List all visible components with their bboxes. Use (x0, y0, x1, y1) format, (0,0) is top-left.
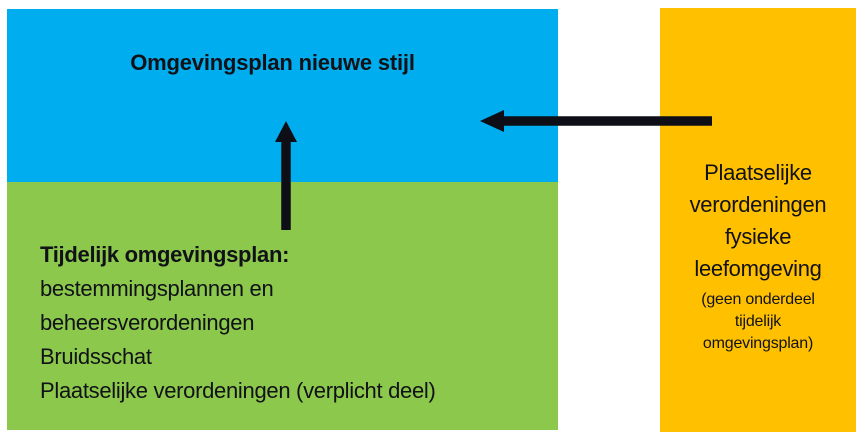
plaatselijke-verordeningen-block: Plaatselijke verordeningen fysieke leefo… (660, 8, 856, 432)
green-line-bruidsschat: Bruidsschat (40, 344, 152, 369)
orange-note-line-1: (geen onderdeel (701, 291, 815, 308)
green-line-bestemmingsplannen: bestemmingsplannen en (40, 276, 274, 301)
omgevingsplan-nieuwe-stijl-block: Omgevingsplan nieuwe stijl (7, 9, 558, 182)
plaatselijke-verordeningen-text: Plaatselijke verordeningen fysieke leefo… (660, 157, 856, 355)
orange-note-line-3: omgevingsplan) (702, 335, 814, 352)
tijdelijk-omgevingsplan-text: Tijdelijk omgevingsplan: bestemmingsplan… (40, 238, 550, 408)
orange-title-line-1: Plaatselijke (704, 160, 812, 185)
tijdelijk-omgevingsplan-block: Tijdelijk omgevingsplan: bestemmingsplan… (7, 182, 558, 430)
omgevingsplan-nieuwe-stijl-title: Omgevingsplan nieuwe stijl (130, 50, 415, 75)
green-line-beheersverordeningen: beheersverordeningen (40, 310, 255, 335)
tijdelijk-omgevingsplan-heading: Tijdelijk omgevingsplan: (40, 242, 290, 267)
orange-title-line-3: fysieke (724, 224, 792, 249)
orange-note: (geen onderdeel tijdelijk omgevingsplan) (660, 289, 856, 355)
orange-note-line-2: tijdelijk (734, 313, 782, 330)
orange-title-line-2: verordeningen (689, 192, 827, 217)
green-line-plaatselijke-verordeningen: Plaatselijke verordeningen (verplicht de… (40, 378, 436, 403)
orange-title-line-4: leefomgeving (694, 256, 822, 281)
